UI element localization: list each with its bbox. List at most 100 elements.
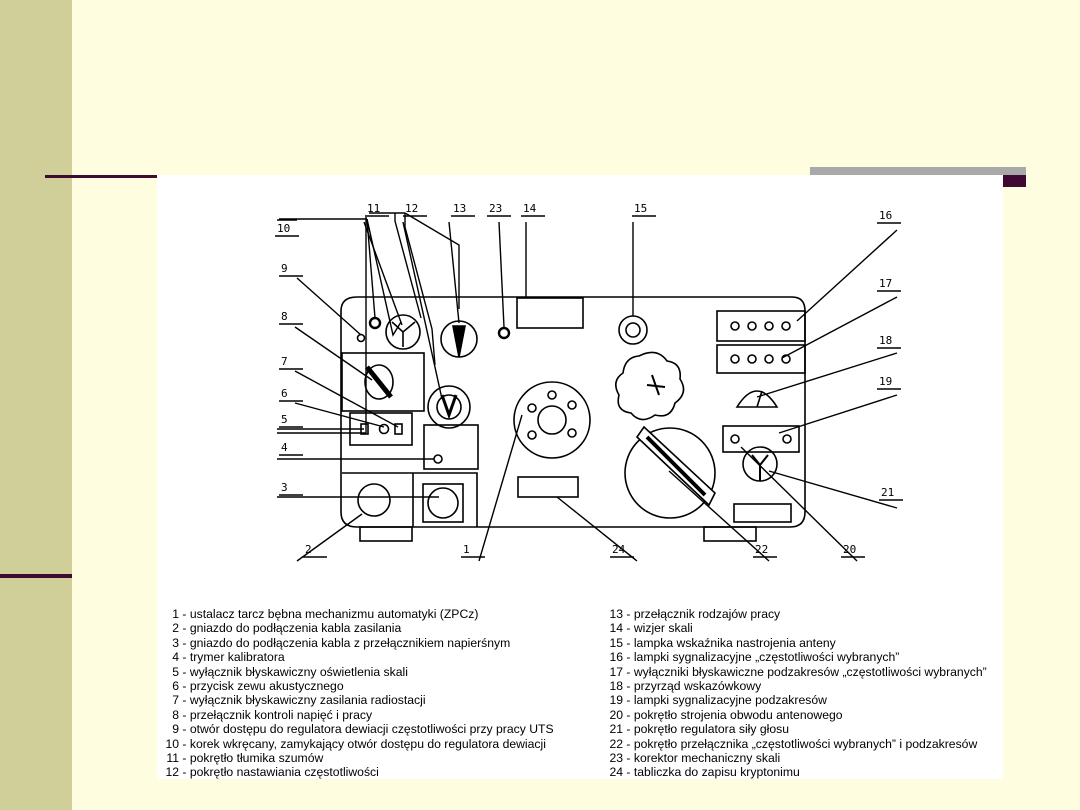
leader-lines — [277, 212, 460, 434]
callout-leader-20 — [740, 446, 858, 562]
legend-number: 21 — [609, 722, 623, 737]
legend-number: 18 — [609, 679, 623, 694]
legend-item: 17 - wyłączniki błyskawiczne podzakresów… — [605, 665, 1005, 679]
legend-number: 3 — [172, 635, 179, 650]
callout-label-20: 20 — [843, 543, 856, 556]
callout-label-5: 5 — [281, 413, 288, 426]
legend-text: trymer kalibratora — [189, 650, 285, 665]
legend-number: 6 — [172, 679, 179, 694]
legend-item: 1 - ustalacz tarcz bębna mechanizmu auto… — [157, 607, 587, 621]
corrector-23 — [497, 326, 511, 340]
button-6 — [378, 423, 390, 435]
callout-leader-11 — [363, 221, 403, 326]
callout-label-6: 6 — [281, 387, 288, 400]
callout-label-4: 4 — [281, 441, 288, 454]
legend-text: wyłączniki błyskawiczne podzakresów „czę… — [633, 664, 987, 679]
legend-item: 2 - gniazdo do podłączenia kabla zasilan… — [157, 621, 587, 635]
legend-item: 20 - pokrętło strojenia obwodu antenoweg… — [605, 708, 1005, 722]
callout-label-18: 18 — [879, 334, 892, 347]
legend-item: 7 - wyłącznik błyskawiczny zasilania rad… — [157, 693, 587, 707]
legend-item: 10 - korek wkręcany, zamykający otwór do… — [157, 737, 587, 751]
meter-18 — [735, 390, 779, 408]
legend-number: 4 — [172, 650, 179, 665]
box-4 — [423, 424, 479, 470]
callout-leader-19 — [778, 394, 898, 434]
socket-3 — [427, 487, 459, 519]
callout-leader-13 — [448, 221, 460, 324]
legend-number: 15 — [609, 635, 623, 650]
callout-leader-7 — [294, 370, 399, 428]
legend-text: przełącznik kontroli napięć i pracy — [189, 707, 373, 722]
legend-number: 16 — [609, 650, 623, 665]
callout-leader-18 — [756, 352, 898, 398]
callout-leader-6 — [294, 402, 385, 428]
legend-text: przełącznik rodzajów pracy — [633, 607, 781, 621]
legend-number: 10 — [165, 736, 179, 751]
legend-item: 9 - otwór dostępu do regulatora dewiacji… — [157, 722, 587, 736]
legend-number: 11 — [166, 751, 179, 766]
legend-text: gniazdo do podłączenia kabla z przełączn… — [189, 635, 511, 650]
legend-item: 4 - trymer kalibratora — [157, 650, 587, 664]
callout-label-21: 21 — [881, 486, 894, 499]
callout-label-13: 13 — [453, 202, 466, 215]
callout-label-22: 22 — [755, 543, 768, 556]
legend-text: lampka wskaźnika nastrojenia anteny — [633, 635, 836, 650]
knob-11-spokes — [391, 321, 416, 347]
callout-label-8: 8 — [281, 310, 288, 323]
window-14 — [516, 297, 584, 329]
legend-number: 12 — [165, 765, 179, 780]
socket-3-frame — [422, 483, 464, 523]
legend-text: ustalacz tarcz bębna mechanizmu automaty… — [189, 607, 479, 621]
legend-item: 24 - tabliczka do zapisu kryptonimu — [605, 765, 1005, 779]
lamps-16-box — [716, 310, 806, 342]
legend-number: 13 — [609, 607, 623, 621]
callout-label-11: 11 — [367, 202, 380, 215]
knob-22 — [624, 427, 716, 519]
legend-item: 12 - pokrętło nastawiania częstotliwości — [157, 765, 587, 779]
box-8 — [341, 352, 425, 412]
legend-number: 14 — [609, 621, 623, 636]
callout-leader-1 — [478, 414, 523, 562]
legend-text: lampki sygnalizacyjne podzakresów — [633, 693, 827, 708]
switch-8-lever — [365, 365, 393, 399]
housing-outline — [340, 296, 806, 528]
callout-leader-17 — [781, 296, 898, 359]
legend-left-column: 1 - ustalacz tarcz bębna mechanizmu auto… — [157, 607, 587, 780]
legend-text: pokrętło tłumika szumów — [189, 751, 324, 766]
legend-text: wyłącznik błyskawiczny oświetlenia skali — [189, 664, 408, 679]
legend-text: korek wkręcany, zamykający otwór dostępu… — [189, 736, 546, 751]
callout-label-19: 19 — [879, 375, 892, 388]
knob-12-pointer — [440, 394, 458, 420]
legend-item: 22 - pokrętło przełącznika „częstotliwoś… — [605, 737, 1005, 751]
knob-11 — [385, 314, 421, 350]
legend-item: 6 - przycisk zewu akustycznego — [157, 679, 587, 693]
legend-number: 1 — [172, 607, 179, 621]
legend-text: przycisk zewu akustycznego — [189, 679, 344, 694]
callout-leader-16 — [796, 229, 898, 322]
legend-item: 18 - przyrząd wskazówkowy — [605, 679, 1005, 693]
legend-item: 23 - korektor mechaniczny skali — [605, 751, 1005, 765]
callout-label-16: 16 — [879, 209, 892, 222]
legend-item: 13 - przełącznik rodzajów pracy — [605, 607, 1005, 621]
foot-right — [703, 526, 757, 542]
callout-leader-24 — [556, 496, 638, 562]
legend-number: 22 — [609, 736, 623, 751]
callout-label-7: 7 — [281, 355, 288, 368]
legend-text: pokrętło przełącznika „częstotliwości wy… — [633, 736, 978, 751]
legend-item: 8 - przełącznik kontroli napięć i pracy — [157, 708, 587, 722]
callout-leader-12 — [402, 221, 443, 400]
knob-13-pointer — [452, 325, 466, 358]
legend-text: lampki sygnalizacyjne „częstotliwości wy… — [633, 650, 900, 665]
legend-text: tabliczka do zapisu kryptonimu — [633, 765, 800, 780]
legend-number: 17 — [609, 664, 623, 679]
callout-leader-8 — [294, 326, 373, 381]
legend-number: 19 — [609, 693, 623, 708]
callout-leader-23 — [498, 221, 505, 328]
switches-17-box — [716, 344, 806, 374]
legend-item: 5 - wyłącznik błyskawiczny oświetlenia s… — [157, 665, 587, 679]
socket-box — [342, 472, 478, 527]
left-sidebar-band — [0, 0, 72, 810]
drum-1 — [513, 381, 591, 459]
plate-right — [733, 503, 792, 523]
